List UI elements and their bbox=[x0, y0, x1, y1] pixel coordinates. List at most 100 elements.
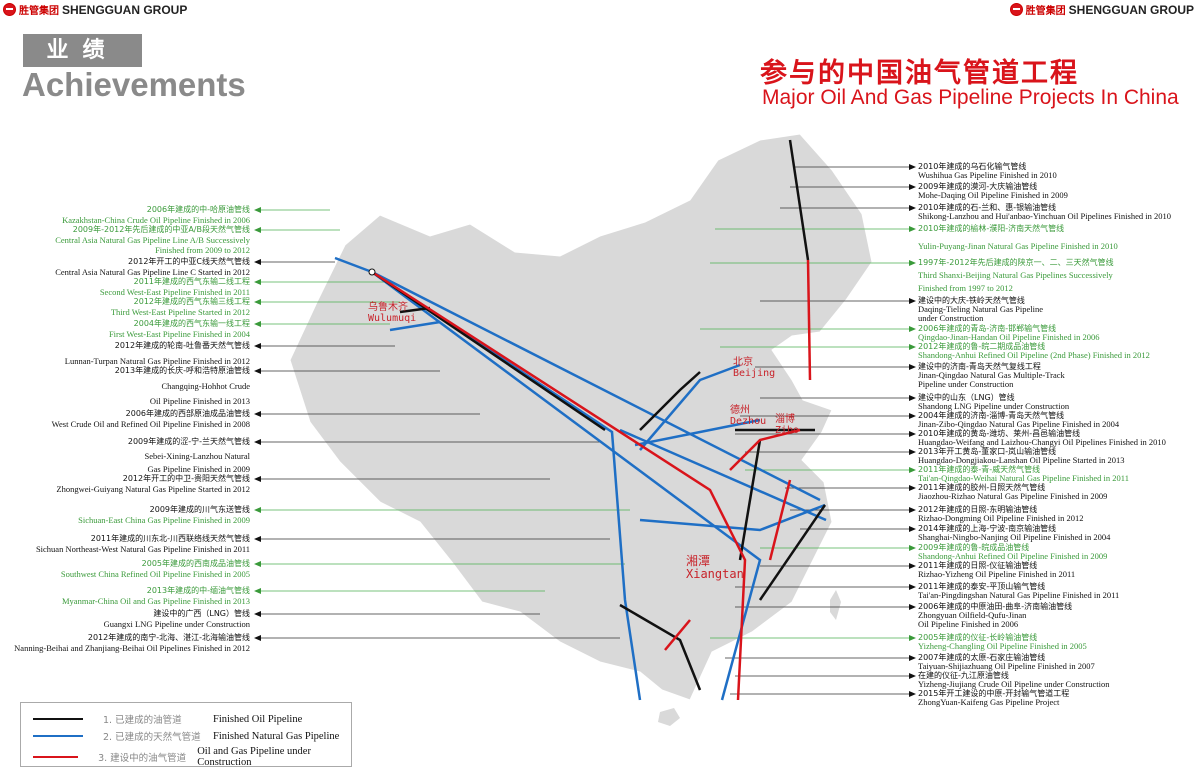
section-title-en: Achievements bbox=[22, 66, 246, 103]
arrow-icon bbox=[909, 184, 916, 190]
label-line: Third West-East Pipeline Started in 2012 bbox=[110, 307, 250, 317]
label-line: Qingdao-Jinan-Handan Oil Pipeline Finish… bbox=[918, 332, 1100, 342]
arrow-icon bbox=[909, 604, 916, 610]
label-line: 2011年建成的西气东输二线工程 bbox=[133, 277, 250, 286]
label-line: 2011年建成的日照-仪征输油管线 bbox=[918, 561, 1038, 570]
label-line: First West-East Pipeline Finished in 200… bbox=[108, 329, 250, 339]
arrow-icon bbox=[909, 563, 916, 569]
label-line: 建设中的广西（LNG）管线 bbox=[153, 609, 250, 618]
arrow-icon bbox=[909, 164, 916, 170]
label-line: 2009年建成的漠河-大庆输油管线 bbox=[918, 182, 1038, 191]
arrow-icon bbox=[909, 485, 916, 491]
map-title-cn: 参与的中国油气管道工程 bbox=[760, 58, 1079, 89]
label-line: Rizhao-Yizheng Oil Pipeline Finished in … bbox=[918, 569, 1076, 579]
legend-swatch-oil bbox=[33, 718, 83, 720]
arrow-icon bbox=[909, 326, 916, 332]
label-line: Shandong-Anhui Refined Oil Pipeline (2nd… bbox=[918, 350, 1150, 360]
arrow-icon bbox=[909, 673, 916, 679]
arrow-icon bbox=[909, 364, 916, 370]
arrow-icon bbox=[909, 467, 916, 473]
label-line: Jinan-Qingdao Natural Gas Multiple-Track bbox=[918, 370, 1065, 380]
label-line: Shandong LNG Pipeline under Construction bbox=[918, 401, 1070, 411]
legend-swatch-construction bbox=[33, 756, 79, 758]
section-title-cn: 业绩 bbox=[23, 34, 142, 67]
label-line: 2009年建成的涩-宁-兰天然气管线 bbox=[127, 437, 250, 446]
label-line: Shandong-Anhui Refined Oil Pipeline Fini… bbox=[918, 551, 1108, 561]
label-line: Taiyuan-Shijiazhuang Oil Pipeline Finish… bbox=[918, 661, 1095, 671]
arrow-icon bbox=[254, 611, 261, 617]
label-line: Mohe-Daqing Oil Pipeline Finished in 200… bbox=[918, 190, 1068, 200]
label-line: 2009年-2012年先后建成的中亚A/B段天然气管线 bbox=[72, 225, 250, 234]
label-line: Finished from 1997 to 2012 bbox=[918, 283, 1013, 293]
arrow-icon bbox=[254, 299, 261, 305]
label-line: 2012年建成的日照-东明输油管线 bbox=[918, 505, 1038, 514]
arrow-icon bbox=[254, 588, 261, 594]
label-line: 2012年开工的中卫-贵阳天然气管线 bbox=[122, 474, 250, 483]
label-line: Sebei-Xining-Lanzhou Natural bbox=[144, 451, 250, 461]
arrow-icon bbox=[909, 298, 916, 304]
pipelines-construction bbox=[371, 259, 812, 701]
label-line: Zhongyuan Oilfield-Qufu-Jinan bbox=[918, 610, 1027, 620]
label-line: Second West-East Pipeline Finished in 20… bbox=[99, 287, 250, 297]
label-line: 2006年建成的青岛-济南-邯郸输气管线 bbox=[918, 324, 1057, 333]
arrow-icon bbox=[254, 507, 261, 513]
label-line: 2010年建成的黄岛-潍坊、莱州-昌邑输油管线 bbox=[918, 429, 1081, 438]
shengguan-logo-icon bbox=[3, 3, 16, 16]
label-line: Huangdao-Weifang and Laizhou-Changyi Oil… bbox=[918, 437, 1166, 447]
arrow-icon bbox=[254, 411, 261, 417]
arrow-icon bbox=[254, 536, 261, 542]
label-line: 2010年建成的乌石化输气管线 bbox=[918, 162, 1027, 171]
label-line: Gas Pipeline Finished in 2009 bbox=[147, 464, 250, 474]
label-line: Shanghai-Ningbo-Nanjing Oil Pipeline Fin… bbox=[918, 532, 1111, 542]
label-line: Lunnan-Turpan Natural Gas Pipeline Finis… bbox=[64, 356, 250, 366]
left-pipeline-label: 2009年建成的涩-宁-兰天然气管线 Sebei-Xining-Lanzhou N… bbox=[128, 437, 250, 474]
label-line: Oil Pipeline Finished in 2006 bbox=[918, 619, 1019, 629]
arrow-icon bbox=[254, 368, 261, 374]
label-line: Pipeline under Construction bbox=[918, 379, 1014, 389]
label-line: 2006年建成的西部原油成品油管线 bbox=[125, 409, 250, 418]
arrow-icon bbox=[909, 431, 916, 437]
arrow-icon bbox=[909, 584, 916, 590]
label-line: 2015年开工建设的中原-开封输气管道工程 bbox=[918, 689, 1070, 698]
label-line: Yizheng-Changling Oil Pipeline Finished … bbox=[918, 641, 1087, 651]
brand-logo-left: 胜管集团 SHENGGUAN GROUP bbox=[3, 2, 187, 17]
label-line: 2005年建成的西南成品油管线 bbox=[141, 559, 250, 568]
label-line: 在建的仪征-九江原油管线 bbox=[918, 671, 1009, 680]
label-line: under Construction bbox=[918, 313, 984, 323]
label-line: 2010年建成的石-兰和、惠-银输油管线 bbox=[918, 203, 1057, 212]
brand-en: SHENGGUAN GROUP bbox=[1068, 2, 1194, 17]
arrow-icon bbox=[909, 260, 916, 266]
label-line: Nanning-Beihai and Zhanjiang-Beihai Oil … bbox=[14, 643, 250, 653]
label-line: 建设中的大庆-铁岭天然气管线 bbox=[918, 296, 1025, 305]
arrow-icon bbox=[909, 635, 916, 641]
arrow-icon bbox=[254, 476, 261, 482]
label-line: Central Asia Natural Gas Pipeline Line C… bbox=[55, 267, 250, 277]
